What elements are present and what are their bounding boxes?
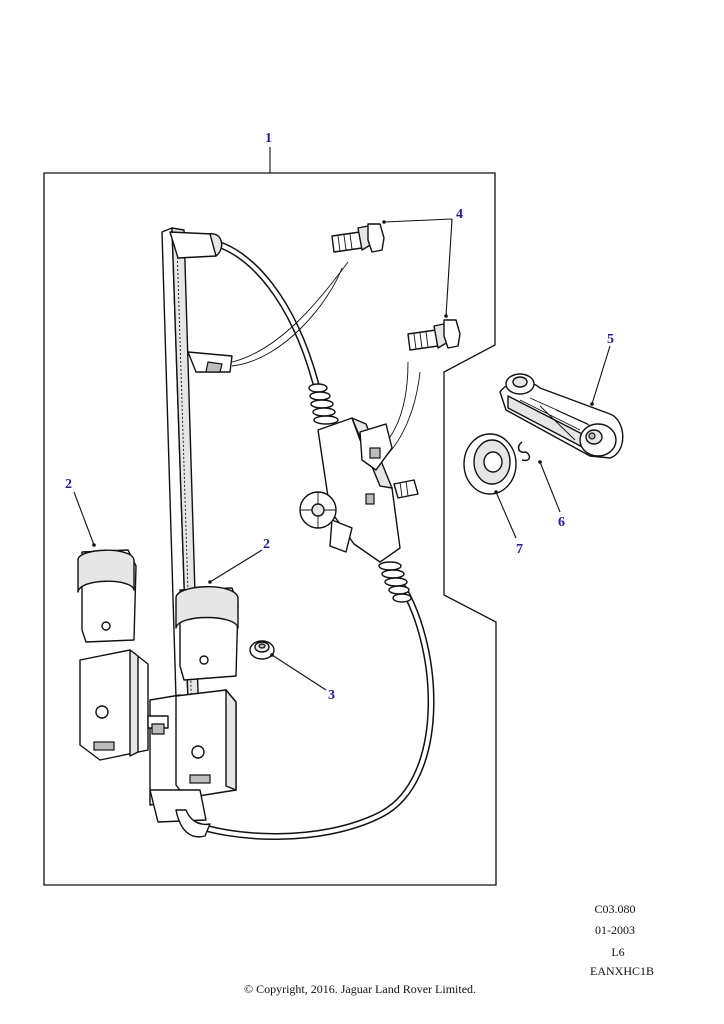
callout-1: 1 xyxy=(265,131,272,146)
revision-date: 01-2003 xyxy=(595,923,635,937)
carrier-bracket xyxy=(79,649,237,838)
winder-handle xyxy=(499,373,624,459)
bolt-lower xyxy=(407,319,461,351)
retaining-clip xyxy=(517,441,531,462)
copyright-footer: © Copyright, 2016. Jaguar Land Rover Lim… xyxy=(243,982,477,996)
bolt-upper xyxy=(331,223,385,253)
callout-7: 7 xyxy=(516,542,523,557)
drum-housing xyxy=(299,417,419,563)
leader-lines xyxy=(73,218,611,691)
level-code: L6 xyxy=(611,945,625,959)
lower-bellows xyxy=(378,561,412,603)
illustration-id: EANXHC1B xyxy=(589,964,654,978)
callout-3: 3 xyxy=(328,688,335,703)
callout-4: 4 xyxy=(456,207,463,222)
callout-2-left: 2 xyxy=(65,477,72,492)
glass-clip-right xyxy=(175,586,239,681)
drum-pulley xyxy=(299,491,337,529)
nut-part xyxy=(249,640,275,660)
glass-clip-left xyxy=(77,549,137,643)
ref-code: C03.080 xyxy=(594,902,636,916)
callout-2-right: 2 xyxy=(263,537,270,552)
regulator-cable xyxy=(184,238,435,840)
upper-bellows xyxy=(308,383,339,425)
callout-6: 6 xyxy=(558,515,565,530)
assembly-frame xyxy=(43,172,497,886)
escutcheon-washer xyxy=(463,433,517,495)
callout-5: 5 xyxy=(607,332,614,347)
